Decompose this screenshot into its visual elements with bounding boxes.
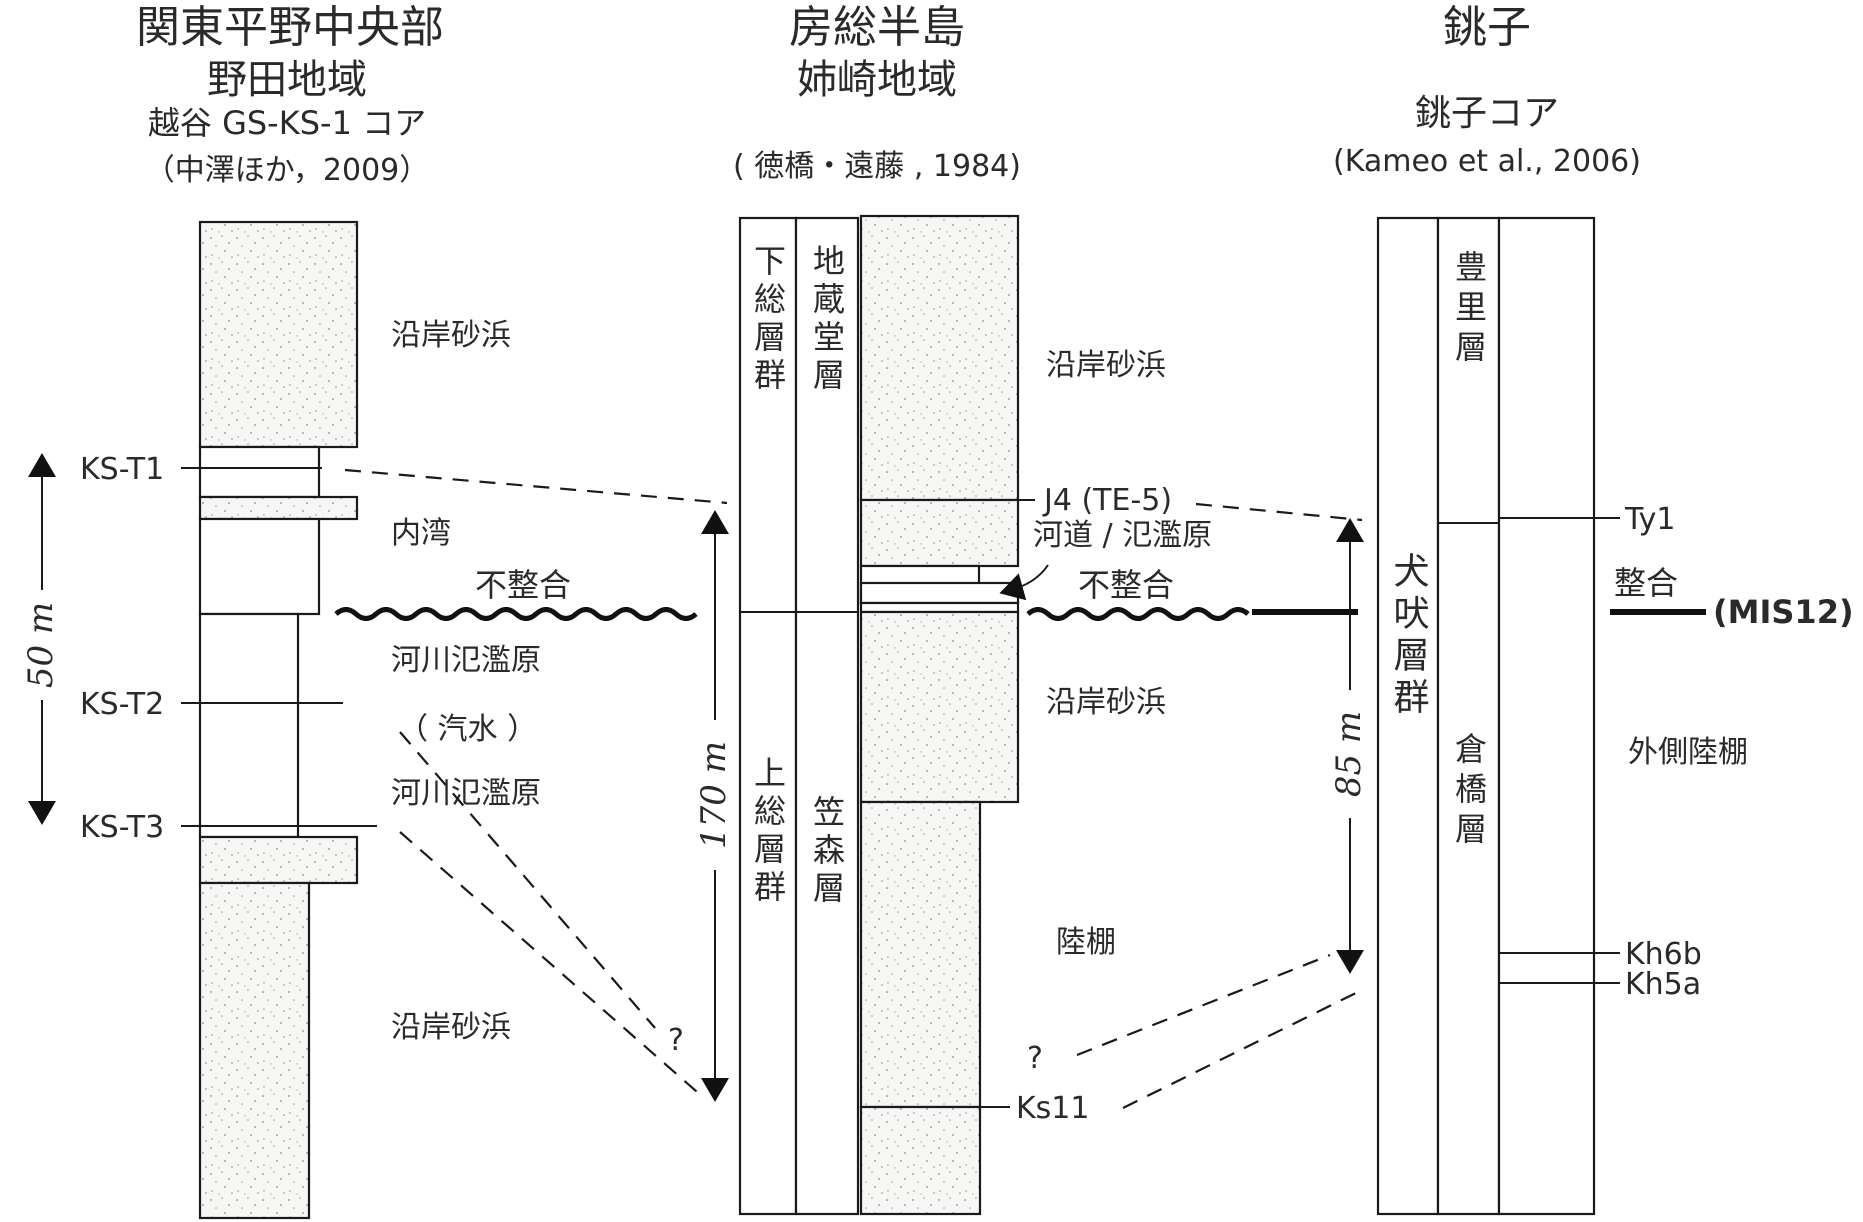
middle-facies-shelf: 陸棚 <box>1056 925 1116 960</box>
left-sand-ledge-lower <box>198 835 359 885</box>
right-formation-lower-label: 倉橋層 <box>1450 732 1488 852</box>
corr-ks11-kh5a <box>1122 989 1363 1109</box>
middle-thin-top <box>859 601 1020 614</box>
left-bay-unit <box>198 517 321 616</box>
j4-label: J4 (TE-5) <box>1042 483 1172 518</box>
middle-scale-bar: 170 m <box>694 510 734 1102</box>
middle-group-lower-label: 上総層群 <box>749 756 787 908</box>
mis-label: (MIS12) <box>1713 593 1854 631</box>
right-column-citation: (Kameo et al., 2006) <box>1333 144 1641 179</box>
right-core-column <box>1376 216 1620 1216</box>
right-column-core: 銚子コア <box>1415 93 1559 134</box>
middle-formation-lower-label: 笠森層 <box>808 795 846 909</box>
unconformity-label-left: 不整合 <box>475 566 571 604</box>
middle-formation-strip <box>794 216 860 1216</box>
middle-sand-upper <box>859 214 1020 502</box>
corr-j4-ty1 <box>1195 502 1363 522</box>
middle-shelf-unit <box>859 800 982 1109</box>
left-facies-beach-bottom: 沿岸砂浜 <box>391 1010 511 1045</box>
uncertain-mark-left: ? <box>668 1023 684 1058</box>
ks-t2-label: KS-T2 <box>80 687 164 722</box>
correlation-lines <box>344 468 1363 1109</box>
middle-column-header: 房総半島 姉崎地域 ( 徳橋・遠藤 , 1984) <box>733 2 1021 184</box>
kh5a-label: Kh5a <box>1625 967 1701 1002</box>
middle-column-citation: ( 徳橋・遠藤 , 1984) <box>733 149 1021 184</box>
left-facies-bay: 内湾 <box>391 516 451 551</box>
unconformity-wave-middle <box>1026 607 1250 621</box>
middle-facies-beach-upper: 沿岸砂浜 <box>1046 348 1166 383</box>
right-formation-strip <box>1436 216 1501 1216</box>
ks11-label: Ks11 <box>1016 1091 1089 1126</box>
right-group-strip <box>1376 216 1440 1216</box>
right-log-strip <box>1497 216 1596 1216</box>
right-column-title: 銚子 <box>1443 2 1531 53</box>
left-column-subtitle: 野田地域 <box>207 57 367 103</box>
middle-facies-beach-lower: 沿岸砂浜 <box>1046 685 1166 720</box>
left-floodplain-unit <box>198 612 300 839</box>
left-sand-ledge <box>198 495 359 521</box>
middle-formation-upper-label: 地蔵堂層 <box>808 244 846 396</box>
middle-facies-channel: 河道 / 氾濫原 <box>1033 518 1212 553</box>
middle-channel-ledge <box>859 581 1020 605</box>
left-scale-label: 50 m <box>21 602 61 688</box>
left-sand-bottom <box>198 881 311 1220</box>
conformity-label-right: 整合 <box>1614 564 1678 602</box>
kh6b-label: Kh6b <box>1625 937 1702 972</box>
left-column-core: 越谷 GS-KS-1 コア <box>148 104 426 142</box>
ty1-label: Ty1 <box>1624 502 1676 537</box>
right-scale-label: 85 m <box>1329 711 1369 797</box>
middle-sand-lower <box>859 610 1020 804</box>
middle-shelf-bottom <box>859 1105 982 1216</box>
left-sand-top <box>198 220 359 449</box>
right-group-label: 犬吠層群 <box>1388 552 1429 720</box>
corr-ks-t3 <box>399 831 705 1099</box>
middle-column-subtitle: 姉崎地域 <box>797 57 957 103</box>
unconformity-wave-left <box>334 607 698 621</box>
middle-section-column <box>738 214 1035 1216</box>
middle-column-title: 房総半島 <box>789 2 965 53</box>
right-facies-outer-shelf: 外側陸棚 <box>1628 735 1748 770</box>
left-column-title: 関東平野中央部 <box>136 2 444 53</box>
corr-question-kh6b <box>1076 953 1331 1057</box>
corr-ks-t1-j4 <box>344 468 728 505</box>
right-column-header: 銚子 銚子コア (Kameo et al., 2006) <box>1333 2 1641 179</box>
right-formation-upper-label: 豊里層 <box>1450 250 1488 370</box>
ks-t3-label: KS-T3 <box>80 810 164 845</box>
ks-t1-label: KS-T1 <box>80 452 164 487</box>
corr-ks-t2 <box>399 731 656 1029</box>
middle-group-strip <box>738 216 798 1216</box>
left-scale-bar: 50 m <box>21 453 61 825</box>
left-unit-thin <box>198 445 321 499</box>
left-facies-beach-top: 沿岸砂浜 <box>391 318 511 353</box>
left-column-citation: （中澤ほか，2009） <box>145 153 430 188</box>
left-facies-floodplain-upper: 河川氾濫原 <box>391 643 541 678</box>
unconformity-label-middle: 不整合 <box>1078 566 1174 604</box>
left-core-column <box>181 220 377 1220</box>
middle-scale-label: 170 m <box>694 741 734 849</box>
right-scale-bar: 85 m <box>1329 518 1369 974</box>
uncertain-mark-middle: ? <box>1027 1041 1043 1076</box>
left-facies-floodplain-lower: 河川氾濫原 <box>391 776 541 811</box>
middle-group-upper-label: 下総層群 <box>749 244 787 396</box>
channel-pointer <box>999 564 1049 601</box>
left-facies-brackish: （ 汽水 ） <box>398 712 537 747</box>
middle-sand-j4 <box>859 498 1020 568</box>
left-column-header: 関東平野中央部 野田地域 越谷 GS-KS-1 コア （中澤ほか，2009） <box>136 2 444 188</box>
